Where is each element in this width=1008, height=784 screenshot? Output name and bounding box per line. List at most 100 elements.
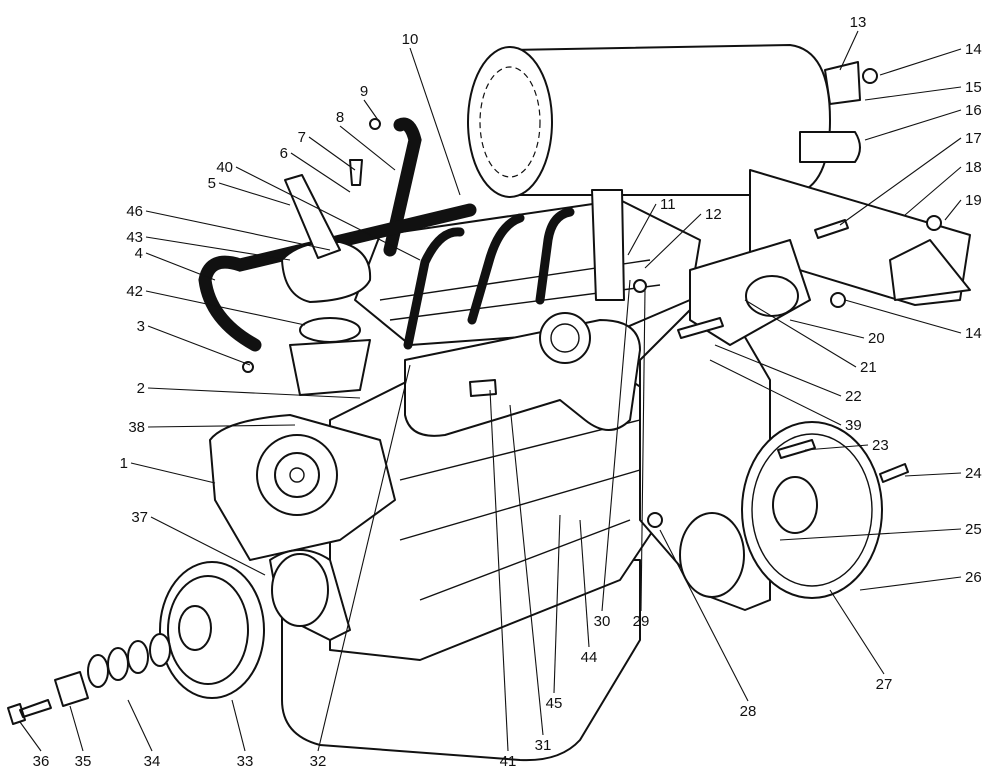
leader-line-22 xyxy=(714,344,842,397)
bolt xyxy=(349,159,363,186)
leader-line-5 xyxy=(218,182,291,206)
leader-line-13 xyxy=(839,30,859,71)
leader-line-11 xyxy=(627,203,657,256)
leader-line-33 xyxy=(231,699,246,752)
callout-label-29: 29 xyxy=(633,613,650,630)
mount-nut xyxy=(647,512,663,528)
spacer-ring xyxy=(107,647,129,681)
muffler-end xyxy=(467,46,553,198)
leader-line-9 xyxy=(363,99,379,121)
leader-line-12 xyxy=(644,213,702,269)
leader-line-6 xyxy=(290,152,351,193)
callout-label-18: 18 xyxy=(965,159,982,176)
callout-label-43: 43 xyxy=(126,229,143,246)
callout-label-40: 40 xyxy=(216,159,233,176)
leader-line-32 xyxy=(317,364,411,752)
spacer-ring xyxy=(149,633,171,667)
leader-line-14 xyxy=(844,299,962,334)
callout-label-10: 10 xyxy=(402,31,419,48)
callout-label-11: 11 xyxy=(660,196,676,213)
radiator-hose xyxy=(198,203,477,352)
leader-line-31 xyxy=(509,404,544,736)
hose-clamp xyxy=(242,361,254,373)
callout-label-8: 8 xyxy=(336,109,344,126)
leader-line-27 xyxy=(829,589,885,675)
callout-label-38: 38 xyxy=(128,419,145,436)
callout-label-16: 16 xyxy=(965,102,982,119)
callout-label-23: 23 xyxy=(872,437,889,454)
leader-line-25 xyxy=(779,528,962,541)
callout-label-39: 39 xyxy=(845,417,862,434)
leader-line-20 xyxy=(789,319,865,339)
callout-label-25: 25 xyxy=(965,521,982,538)
leader-line-3 xyxy=(147,325,251,366)
callout-label-46: 46 xyxy=(126,203,143,220)
spacer-ring xyxy=(127,640,149,674)
callout-label-20: 20 xyxy=(868,330,885,347)
leader-line-23 xyxy=(804,444,869,451)
leader-line-7 xyxy=(308,136,356,171)
leader-line-29 xyxy=(640,289,646,612)
callout-label-33: 33 xyxy=(237,753,254,770)
spacer-ring xyxy=(87,654,109,688)
nut xyxy=(830,292,846,308)
hose-clamp xyxy=(369,118,381,130)
leader-line-39 xyxy=(709,359,842,426)
leader-line-35 xyxy=(69,705,84,752)
callout-label-2: 2 xyxy=(137,380,145,397)
leader-line-21 xyxy=(744,299,857,368)
callout-label-31: 31 xyxy=(535,737,552,754)
leader-line-8 xyxy=(339,125,396,171)
upper-hose xyxy=(383,117,422,257)
leader-line-37 xyxy=(150,516,266,576)
leader-line-24 xyxy=(904,472,962,477)
callout-label-14: 14 xyxy=(965,325,982,342)
muffler xyxy=(509,44,831,196)
flywheel-hub xyxy=(772,476,818,534)
callout-label-22: 22 xyxy=(845,388,862,405)
adapter-opening xyxy=(679,512,745,598)
callout-label-35: 35 xyxy=(75,753,92,770)
leader-line-42 xyxy=(145,290,306,326)
callout-label-45: 45 xyxy=(546,695,563,712)
callout-label-34: 34 xyxy=(144,753,161,770)
callout-label-37: 37 xyxy=(131,509,148,526)
leader-line-30 xyxy=(601,279,631,612)
leader-line-26 xyxy=(859,576,962,591)
pulley-seal xyxy=(745,275,799,317)
callout-label-15: 15 xyxy=(965,79,982,96)
callout-label-28: 28 xyxy=(740,703,757,720)
callout-label-41: 41 xyxy=(500,753,517,770)
callout-labels: 1234567891011121314141516171819202122232… xyxy=(33,14,982,770)
bolt xyxy=(677,317,724,339)
leader-line-1 xyxy=(130,462,216,484)
manifold-port xyxy=(539,312,591,364)
spark-plug-wire xyxy=(535,207,575,305)
callout-label-24: 24 xyxy=(965,465,982,482)
callout-label-7: 7 xyxy=(298,129,306,146)
leader-line-18 xyxy=(904,166,962,216)
callout-label-1: 1 xyxy=(120,455,128,472)
leader-line-38 xyxy=(147,424,296,428)
callout-label-4: 4 xyxy=(135,245,143,262)
spacer xyxy=(54,671,89,707)
engine-drawing xyxy=(7,44,971,762)
mount-nut xyxy=(633,279,647,293)
leader-line-41 xyxy=(489,389,509,752)
manifold-stud xyxy=(469,379,497,397)
callout-label-17: 17 xyxy=(965,130,982,147)
spark-plug-wire xyxy=(467,213,525,325)
callout-label-44: 44 xyxy=(581,649,598,666)
nut xyxy=(862,68,878,84)
leader-line-15 xyxy=(864,86,962,101)
spark-plug-wire xyxy=(403,227,465,350)
leader-lines xyxy=(19,30,962,752)
outlet-pipe xyxy=(284,174,341,259)
thermostat xyxy=(299,317,361,343)
leader-line-19 xyxy=(944,199,962,221)
leader-line-34 xyxy=(127,699,153,752)
exhaust-pipe xyxy=(591,189,625,301)
callout-label-21: 21 xyxy=(860,359,877,376)
callout-label-36: 36 xyxy=(33,753,50,770)
callout-label-32: 32 xyxy=(310,753,327,770)
